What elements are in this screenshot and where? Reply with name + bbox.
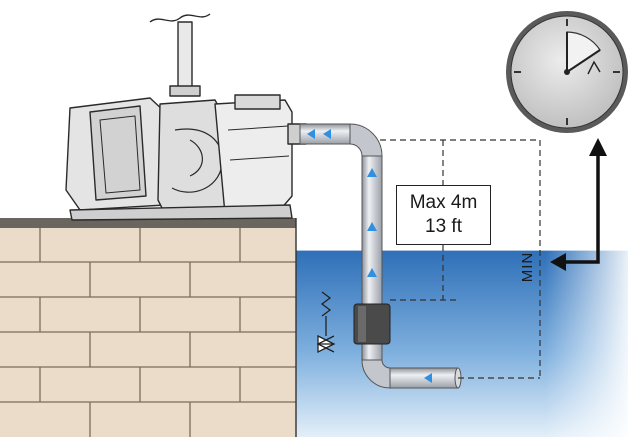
flow-arrows bbox=[307, 129, 432, 383]
flow-arrow bbox=[424, 373, 432, 383]
max-height-metric: Max 4m bbox=[409, 192, 478, 213]
max-height-imperial: 13 ft bbox=[425, 216, 462, 237]
water-level-min-label: MIN bbox=[519, 251, 536, 283]
pump-motor-icon bbox=[65, 13, 307, 221]
max-height-label: Max 4m 13 ft bbox=[396, 185, 491, 245]
dimension-lines bbox=[380, 139, 541, 379]
arrow-head-up bbox=[589, 138, 607, 156]
flow-arrow bbox=[367, 222, 377, 231]
flow-arrow bbox=[307, 129, 315, 139]
water-body bbox=[296, 249, 628, 437]
brick-wall-icon bbox=[0, 218, 297, 437]
foot-valve bbox=[353, 303, 391, 345]
flow-arrow bbox=[367, 168, 377, 177]
flow-arrow bbox=[367, 268, 377, 277]
foot-valve-icon bbox=[316, 291, 336, 354]
clock-icon bbox=[506, 11, 628, 133]
min-to-clock-arrow bbox=[558, 150, 600, 264]
arrow-head-left bbox=[550, 253, 566, 271]
flow-arrow bbox=[323, 129, 331, 139]
